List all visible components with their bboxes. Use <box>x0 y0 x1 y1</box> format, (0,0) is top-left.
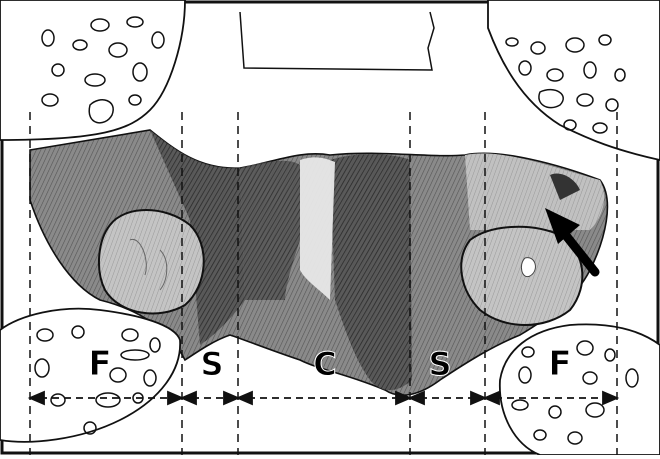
label-s-right: S <box>428 345 451 383</box>
right-femoral-head <box>461 227 582 325</box>
left-femoral-head <box>99 210 204 313</box>
label-f-left: F <box>88 344 111 384</box>
label-c: C <box>313 345 336 383</box>
right-femoral-head-spot <box>521 258 535 277</box>
bottom-right-bone <box>500 324 660 455</box>
label-s-left: S <box>200 345 223 383</box>
label-f-right: F <box>548 344 571 384</box>
